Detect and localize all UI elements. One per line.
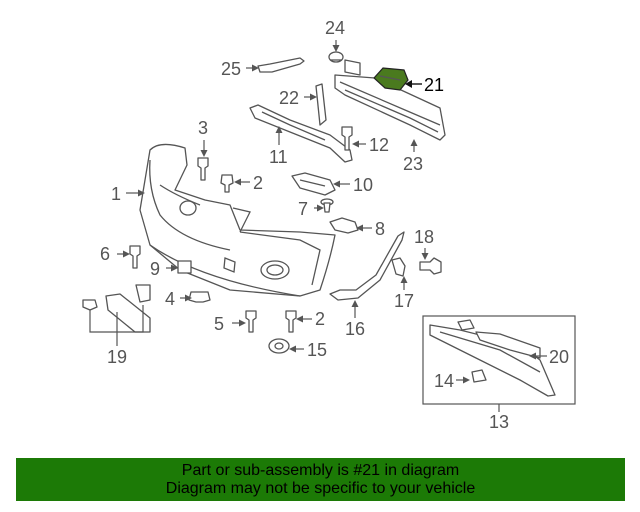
callout-9: 9 xyxy=(150,259,160,279)
part-18-bolt xyxy=(419,257,442,275)
part-10-bracket xyxy=(291,172,336,196)
part-8-bracket xyxy=(329,217,359,234)
bumper-cover xyxy=(139,143,336,297)
part-6-bolt xyxy=(129,245,141,269)
callout-6: 6 xyxy=(100,244,110,264)
part-21-bracket xyxy=(373,67,409,91)
part-11-retainer xyxy=(249,104,353,163)
callout-17: 17 xyxy=(394,291,414,311)
part-24-bolt xyxy=(328,51,344,63)
part-3-bolt xyxy=(197,157,209,181)
callout-4: 4 xyxy=(165,289,175,309)
part-9-clip xyxy=(177,260,192,274)
callout-2-lower: 2 xyxy=(315,309,325,329)
callout-5: 5 xyxy=(214,314,224,334)
part-2-clip-lower xyxy=(285,310,297,333)
callout-18: 18 xyxy=(414,227,434,247)
callout-21: 21 xyxy=(424,75,444,95)
callout-7: 7 xyxy=(298,199,308,219)
callout-11: 11 xyxy=(269,147,288,167)
callout-15: 15 xyxy=(307,340,327,360)
part-4-clip xyxy=(188,291,211,303)
part-5-bolt xyxy=(245,310,257,333)
callout-25: 25 xyxy=(221,59,241,79)
callout-10: 10 xyxy=(353,175,373,195)
callout-23: 23 xyxy=(403,154,423,174)
part-16-retainer xyxy=(329,231,405,301)
callout-22: 22 xyxy=(279,88,299,108)
callout-13: 13 xyxy=(489,412,509,432)
banner-line-disclaimer: Diagram may not be specific to your vehi… xyxy=(165,480,476,497)
callout-labels: 1 2 3 4 5 2 6 7 8 9 10 11 12 13 14 15 16… xyxy=(100,18,569,432)
callout-19: 19 xyxy=(107,347,127,367)
callout-3: 3 xyxy=(198,118,208,138)
part-15-grommet xyxy=(268,338,290,354)
part-17-clip xyxy=(391,257,406,277)
leader-lines xyxy=(117,40,547,412)
callout-2-upper: 2 xyxy=(253,173,263,193)
part-7-clip xyxy=(320,198,334,213)
part-25-rod xyxy=(257,57,305,73)
callout-20: 20 xyxy=(549,347,569,367)
callout-1: 1 xyxy=(111,184,121,204)
callout-12: 12 xyxy=(369,135,389,155)
part-2-clip-upper xyxy=(220,174,234,193)
banner-line-part: Part or sub-assembly is #21 in diagram xyxy=(181,462,460,479)
part-19-bracket-set xyxy=(82,284,151,346)
part-13-inset xyxy=(422,315,576,405)
callout-8: 8 xyxy=(375,219,385,239)
part-12-bolt xyxy=(341,126,353,151)
callout-14: 14 xyxy=(434,371,454,391)
info-banner: Part or sub-assembly is #21 in diagram D… xyxy=(16,458,625,501)
part-22-bracket xyxy=(315,83,327,126)
parts-diagram: 1 2 3 4 5 2 6 7 8 9 10 11 12 13 14 15 16… xyxy=(82,18,576,432)
callout-16: 16 xyxy=(345,319,365,339)
callout-24: 24 xyxy=(325,18,345,38)
